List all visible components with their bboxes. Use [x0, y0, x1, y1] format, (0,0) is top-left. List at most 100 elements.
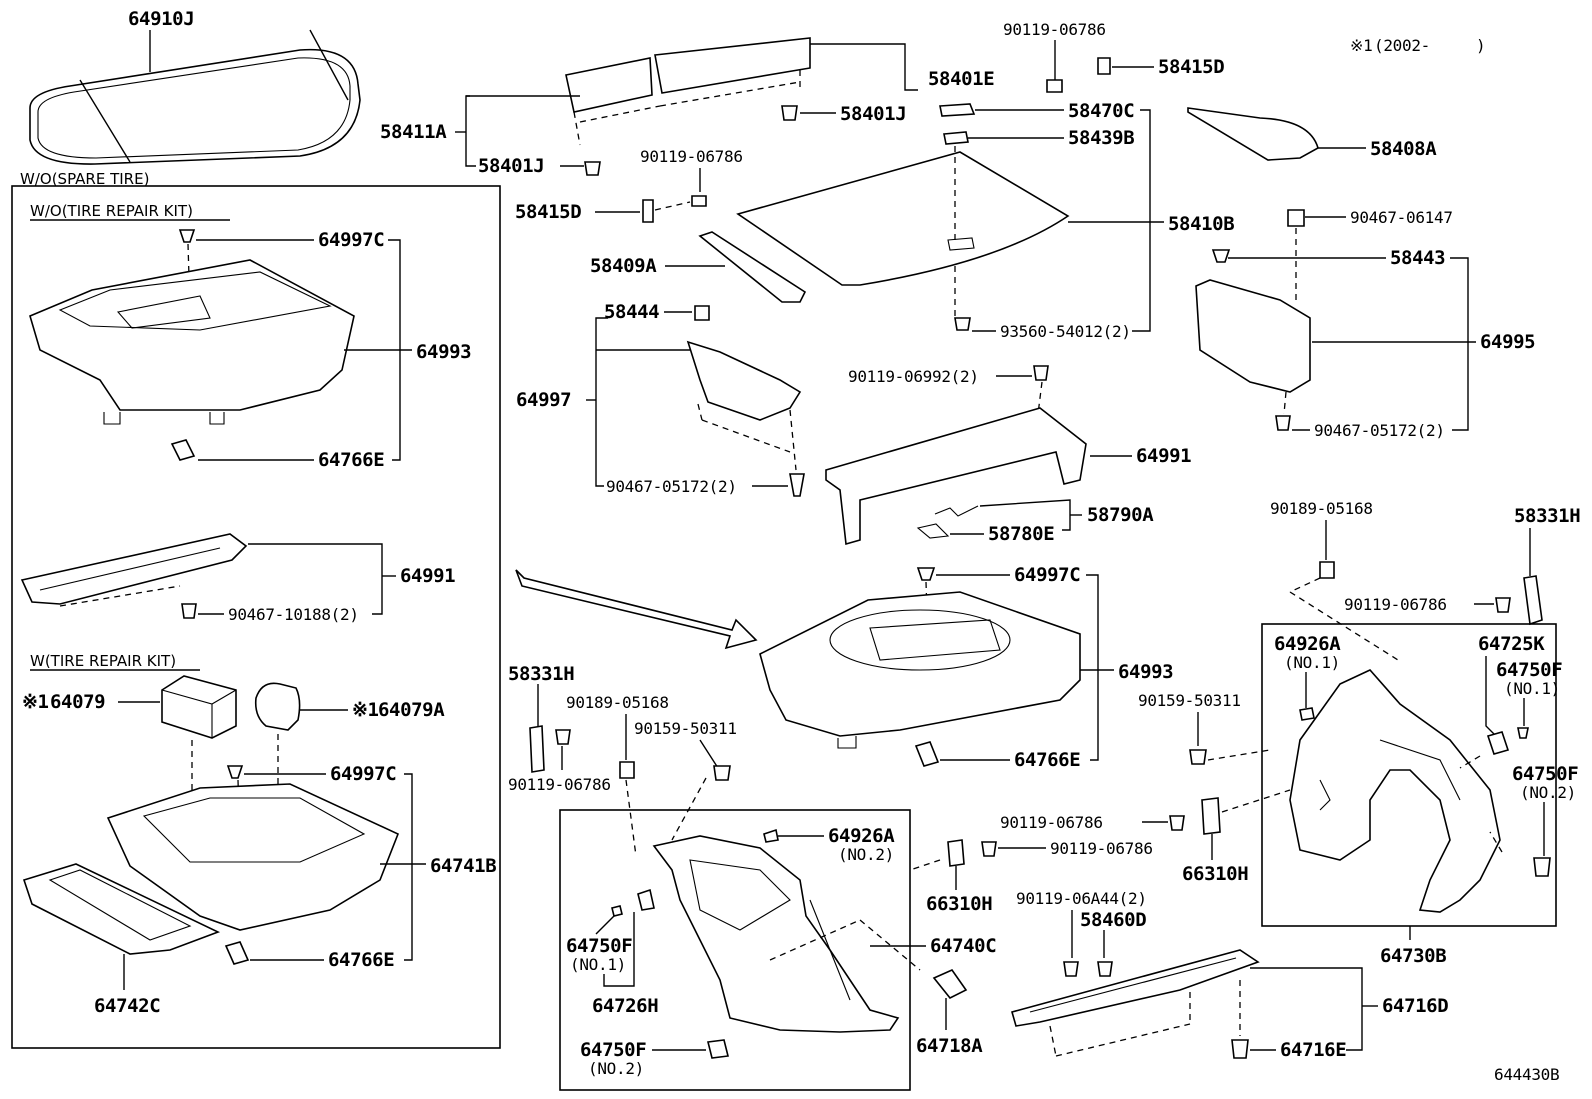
label-64993-a: 64993	[416, 341, 471, 363]
label-64926A-b-sub: (NO.2)	[838, 845, 894, 864]
label-58401J-a: 58401J	[840, 103, 906, 125]
note-mark: ※1	[1350, 36, 1372, 55]
label-64750F-d-sub: (NO.2)	[588, 1059, 644, 1078]
label-90119-06786-d: 90119-06786	[508, 775, 611, 794]
repair-kit-box-part	[161, 675, 237, 739]
hook-part	[947, 839, 965, 867]
label-58331H-a: 58331H	[508, 663, 574, 685]
nut-icon	[619, 761, 635, 779]
label-58444: 58444	[604, 301, 659, 323]
label-64910J: 64910J	[128, 8, 194, 30]
sill-plate-part	[1011, 949, 1260, 1057]
label-64718A: 64718A	[916, 1035, 983, 1057]
bolt-icon	[1189, 749, 1207, 765]
label-64766E-c: 64766E	[1014, 749, 1080, 771]
label-58415D-a: 58415D	[515, 201, 581, 223]
label-64995: 64995	[1480, 331, 1535, 353]
bolt-icon	[981, 815, 1185, 857]
label-64750F-a-sub: (NO.1)	[1504, 679, 1560, 698]
tonneau-board-part	[565, 37, 811, 146]
label-90467-06147: 90467-06147	[1350, 208, 1453, 227]
bolt-icon	[642, 195, 707, 223]
label-64750F-d: 64750F	[580, 1039, 646, 1061]
bolt-icon	[1033, 365, 1049, 381]
section-w-tire-repair-kit: W(TIRE REPAIR KIT)	[30, 652, 176, 670]
arrow-right-icon	[515, 569, 758, 650]
clip-icon	[914, 741, 940, 767]
spare-tire-section-box	[11, 185, 501, 1049]
label-90159-50311-b: 90159-50311	[634, 719, 737, 738]
cargo-net-part	[29, 29, 361, 165]
clip-icon	[1533, 857, 1551, 877]
nut-icon	[1319, 561, 1335, 579]
label-64766E-a: 64766E	[318, 449, 384, 471]
bracket-small-part	[529, 725, 545, 773]
spare-tray-center-part	[759, 591, 1081, 749]
label-64716E: 64716E	[1280, 1039, 1346, 1061]
label-58470C: 58470C	[1068, 100, 1134, 122]
label-64997C-a: 64997C	[318, 229, 384, 251]
label-90119-06786-a: 90119-06786	[640, 147, 743, 166]
label-64730B: 64730B	[1380, 945, 1446, 967]
note-close: )	[1476, 36, 1485, 55]
clip-icon	[707, 1039, 729, 1059]
label-90467-05172-a: 90467-05172(2)	[606, 477, 737, 496]
wire-part	[916, 505, 979, 539]
clip-icon	[170, 439, 196, 461]
label-64926A-b: 64926A	[828, 825, 895, 847]
label-64750F-a: 64750F	[1496, 659, 1562, 681]
label-90189-05168-b: 90189-05168	[566, 693, 669, 712]
screw-icon	[611, 905, 623, 917]
screw-icon	[226, 765, 244, 779]
bolt-icon	[1495, 597, 1511, 613]
quarter-trim-left-part	[652, 835, 900, 1033]
clip-small-icon	[1299, 707, 1315, 721]
label-64079: 64079	[50, 691, 105, 713]
clip-icon	[789, 473, 805, 497]
hook-part	[1201, 797, 1221, 835]
bracket-left-part	[20, 533, 248, 605]
label-64750F-c: 64750F	[566, 935, 632, 957]
quarter-trim-right-part	[1289, 669, 1501, 913]
label-58410B: 58410B	[1168, 213, 1234, 235]
storage-box-right-part	[1195, 228, 1311, 415]
compressor-part	[254, 682, 301, 731]
bolt-icon	[1046, 57, 1111, 93]
repair-kit-tray-part	[106, 783, 400, 931]
right-panel-detail-box	[1261, 623, 1557, 927]
screw-icon	[916, 567, 936, 581]
label-64991-a: 64991	[1136, 445, 1191, 467]
screw-icon	[1517, 727, 1529, 739]
label-90119-06786-e: 90119-06786	[1000, 813, 1103, 832]
label-93560-54012: 93560-54012(2)	[1000, 322, 1131, 341]
grommet-icon	[694, 305, 710, 321]
label-64079A-mark: ※1	[352, 699, 379, 721]
label-64750F-b: 64750F	[1512, 763, 1578, 785]
storage-box-center-part	[686, 340, 802, 471]
label-90467-05172-b: 90467-05172(2)	[1314, 421, 1445, 440]
label-64079-mark: ※1	[22, 691, 49, 713]
label-64926A-a: 64926A	[1274, 633, 1341, 655]
label-90189-05168-a: 90189-05168	[1270, 499, 1373, 518]
bolt-icon	[555, 729, 571, 745]
mat-part	[22, 863, 221, 955]
label-64750F-b-sub: (NO.2)	[1520, 783, 1576, 802]
label-90119-06786-b: 90119-06786	[1003, 20, 1106, 39]
bracket-part	[825, 407, 1087, 546]
clip-icon	[584, 105, 798, 176]
label-58401J-b: 58401J	[478, 155, 544, 177]
label-58443: 58443	[1390, 247, 1445, 269]
vent-icon	[1486, 731, 1510, 755]
side-trim-part	[698, 231, 807, 303]
label-64926A-a-sub: (NO.1)	[1284, 653, 1340, 672]
label-64716D: 64716D	[1382, 995, 1448, 1017]
bolt-icon	[713, 765, 731, 781]
screw-icon	[178, 229, 196, 243]
label-66310H-a: 66310H	[926, 893, 992, 915]
label-58401E: 58401E	[928, 68, 994, 90]
side-cover-part	[1187, 107, 1319, 161]
cover-small-part	[932, 969, 968, 1000]
section-wo-tire-repair-kit: W/O(TIRE REPAIR KIT)	[30, 202, 193, 220]
label-58780E: 58780E	[988, 523, 1054, 545]
label-64993-b: 64993	[1118, 661, 1173, 683]
